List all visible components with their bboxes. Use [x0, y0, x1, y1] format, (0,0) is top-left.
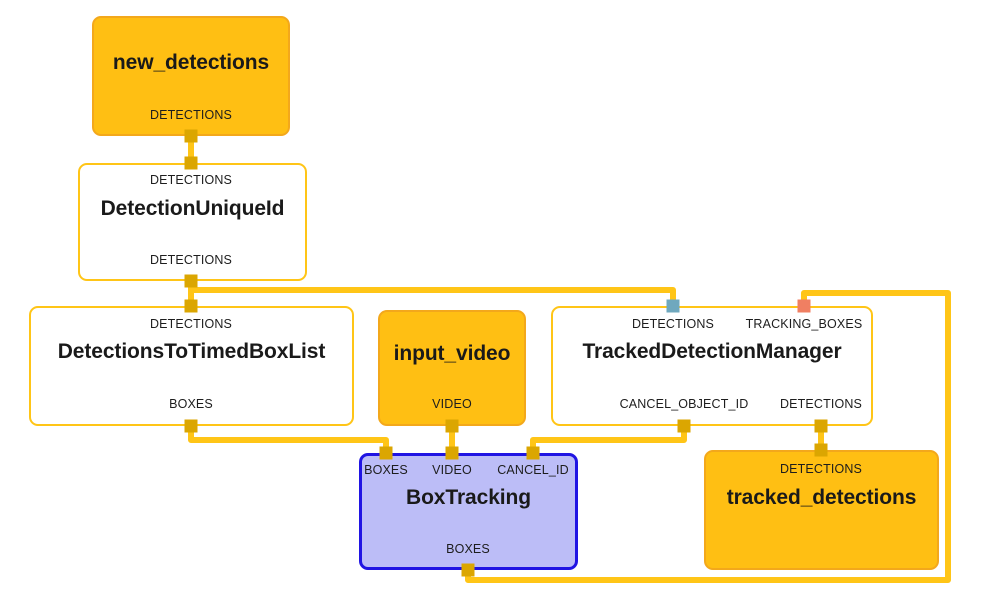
- port-input-BoxTracking-cancel_id[interactable]: [526, 446, 540, 460]
- node-title-tracked_detections: tracked_detections: [726, 486, 917, 509]
- port-label-BoxTracking-cancel_id: CANCEL_ID: [497, 463, 569, 477]
- edge-DetectionsToTimedBoxList-to-BoxTracking[interactable]: [188, 426, 389, 453]
- port-label-BoxTracking-boxes: BOXES: [364, 463, 408, 477]
- port-output-TrackedDetectionManager-detections[interactable]: [814, 419, 828, 433]
- port-label-TrackedDetectionManager-cancel_object_id: CANCEL_OBJECT_ID: [619, 397, 749, 411]
- port-label-TrackedDetectionManager-tracking_boxes: TRACKING_BOXES: [745, 317, 863, 331]
- node-title-input_video: input_video: [393, 342, 511, 365]
- port-output-DetectionsToTimedBoxList-boxes[interactable]: [184, 419, 198, 433]
- port-label-DetectionUniqueId-detections: DETECTIONS: [149, 173, 233, 187]
- port-label-new_detections-detections: DETECTIONS: [149, 108, 233, 122]
- edge-BoxTracking-to-TrackedDetectionManager[interactable]: [465, 290, 951, 583]
- port-input-TrackedDetectionManager-tracking_boxes[interactable]: [797, 299, 811, 313]
- port-label-TrackedDetectionManager-detections: DETECTIONS: [631, 317, 715, 331]
- port-label-tracked_detections-detections: DETECTIONS: [779, 462, 863, 476]
- port-output-DetectionUniqueId-detections[interactable]: [184, 274, 198, 288]
- node-title-DetectionsToTimedBoxList: DetectionsToTimedBoxList: [57, 340, 326, 363]
- node-new_detections[interactable]: new_detections: [92, 16, 290, 136]
- port-output-BoxTracking-boxes[interactable]: [461, 563, 475, 577]
- node-TrackedDetectionManager[interactable]: TrackedDetectionManager: [551, 306, 873, 426]
- port-input-BoxTracking-boxes[interactable]: [379, 446, 393, 460]
- port-output-new_detections-detections[interactable]: [184, 129, 198, 143]
- port-input-DetectionUniqueId-detections[interactable]: [184, 156, 198, 170]
- node-DetectionUniqueId[interactable]: DetectionUniqueId: [78, 163, 307, 281]
- node-tracked_detections[interactable]: tracked_detections: [704, 450, 939, 570]
- port-input-BoxTracking-video[interactable]: [445, 446, 459, 460]
- port-label-TrackedDetectionManager-detections: DETECTIONS: [779, 397, 863, 411]
- port-input-TrackedDetectionManager-detections[interactable]: [666, 299, 680, 313]
- node-input_video[interactable]: input_video: [378, 310, 526, 426]
- port-output-TrackedDetectionManager-cancel_object_id[interactable]: [677, 419, 691, 433]
- edge-TrackedDetectionManager-to-BoxTracking[interactable]: [530, 426, 687, 453]
- port-label-DetectionUniqueId-detections: DETECTIONS: [149, 253, 233, 267]
- node-BoxTracking[interactable]: BoxTracking: [359, 453, 578, 570]
- port-label-DetectionsToTimedBoxList-boxes: BOXES: [169, 397, 213, 411]
- edge-DetectionUniqueId-to-TrackedDetectionManager[interactable]: [191, 287, 676, 306]
- port-label-BoxTracking-video: VIDEO: [432, 463, 472, 477]
- node-title-new_detections: new_detections: [112, 51, 270, 74]
- port-label-DetectionsToTimedBoxList-detections: DETECTIONS: [149, 317, 233, 331]
- port-label-BoxTracking-boxes: BOXES: [446, 542, 490, 556]
- port-input-tracked_detections-detections[interactable]: [814, 443, 828, 457]
- node-title-BoxTracking: BoxTracking: [406, 486, 531, 509]
- node-title-TrackedDetectionManager: TrackedDetectionManager: [582, 340, 842, 363]
- port-output-input_video-video[interactable]: [445, 419, 459, 433]
- port-label-input_video-video: VIDEO: [432, 397, 472, 411]
- node-title-DetectionUniqueId: DetectionUniqueId: [100, 197, 285, 220]
- port-input-DetectionsToTimedBoxList-detections[interactable]: [184, 299, 198, 313]
